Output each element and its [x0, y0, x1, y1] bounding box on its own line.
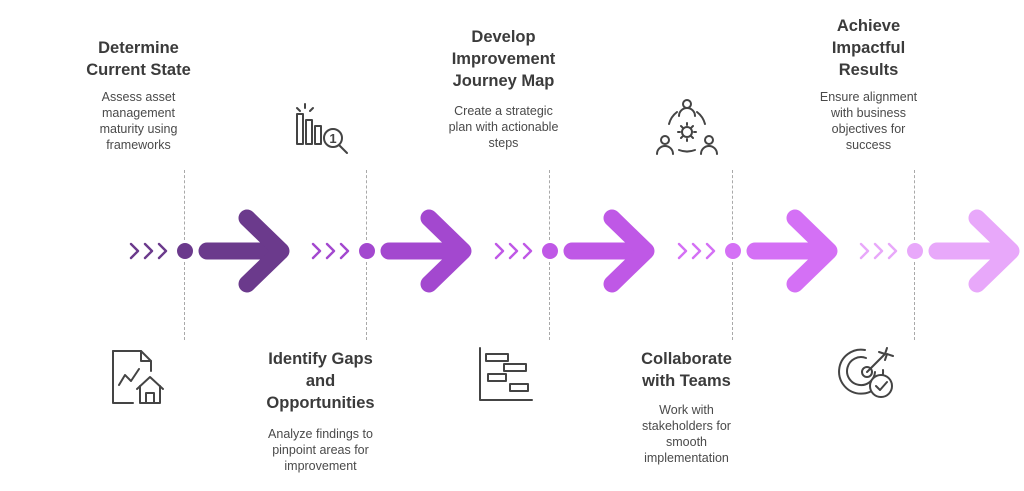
step-collaborate-with-teams: Collaborate with Teams Work with stakeho…: [595, 0, 838, 491]
connector-line: [732, 262, 733, 340]
step-title: Determine Current State: [86, 39, 191, 79]
target-check-icon: [837, 340, 901, 404]
arrow-icon: [746, 209, 838, 293]
connector-line: [184, 262, 185, 340]
connector-line: [549, 262, 550, 340]
step-description: Assess asset management maturity using f…: [99, 90, 178, 152]
arrow-icon: [380, 209, 472, 293]
step-description: Analyze findings to pinpoint areas for i…: [268, 427, 373, 473]
chevrons-icon: [129, 242, 168, 260]
chevrons-icon: [859, 242, 898, 260]
timeline-dot: [907, 243, 923, 259]
step-description: Ensure alignment with business objective…: [819, 90, 918, 152]
step-title: Develop Improvement Journey Map: [451, 28, 556, 90]
chevrons-icon: [311, 242, 350, 260]
connector-line: [549, 170, 550, 240]
step-description: Create a strategic plan with actionable …: [448, 104, 559, 150]
timeline-dot: [725, 243, 741, 259]
arrow-icon: [928, 209, 1020, 293]
step-title: Identify Gaps and Opportunities: [266, 350, 375, 412]
chevrons-icon: [677, 242, 716, 260]
connector-line: [914, 262, 915, 340]
connector-line: [184, 170, 185, 240]
timeline-dot: [177, 243, 193, 259]
step-title: Collaborate with Teams: [641, 350, 732, 390]
document-chart-house-icon: [107, 345, 171, 409]
step-description: Work with stakeholders for smooth implem…: [642, 403, 731, 465]
connector-line: [732, 170, 733, 240]
chevrons-icon: [494, 242, 533, 260]
connector-line: [914, 170, 915, 240]
step-determine-current-state: Determine Current State Assess asset man…: [47, 0, 290, 491]
timeline-dot: [542, 243, 558, 259]
svg-text:1: 1: [329, 131, 336, 146]
timeline-dot: [359, 243, 375, 259]
gantt-chart-icon: [474, 342, 538, 406]
team-gear-icon: [655, 96, 719, 160]
step-title: Achieve Impactful Results: [831, 17, 906, 79]
step-achieve-results: Achieve Impactful Results Ensure alignme…: [777, 0, 1020, 491]
arrow-icon: [198, 209, 290, 293]
step-identify-gaps: 1 Identify Gaps and Opportunities Analyz…: [229, 0, 472, 491]
connector-line: [366, 170, 367, 240]
step-develop-journey-map: Develop Improvement Journey Map Create a…: [412, 0, 655, 491]
arrow-icon: [563, 209, 655, 293]
connector-line: [366, 262, 367, 340]
bar-chart-magnifier-icon: 1: [291, 98, 355, 162]
